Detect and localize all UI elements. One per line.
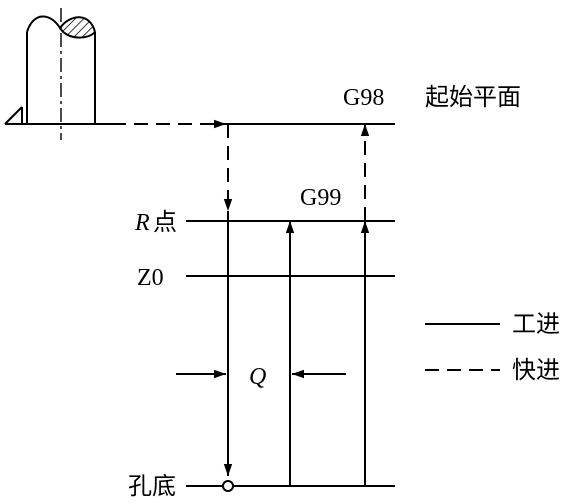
r-point-letter: R <box>134 210 150 236</box>
z0-label: Z0 <box>137 265 164 291</box>
hole-bottom-point <box>222 480 234 492</box>
legend-feed-label: 工进 <box>512 312 560 338</box>
q-label: Q <box>249 364 266 390</box>
initial-plane-label: 起始平面 <box>425 84 521 111</box>
drill-tool <box>4 8 112 140</box>
r-point-label: 点 <box>153 209 177 236</box>
drill-hatch <box>60 17 95 38</box>
legend-rapid-label: 快进 <box>512 357 560 384</box>
g99-label: G99 <box>300 185 341 211</box>
hole-bottom-label: 孔底 <box>128 473 176 499</box>
g98-label: G98 <box>343 85 384 111</box>
legend: 工进 快进 <box>425 312 560 384</box>
chuck-base <box>4 106 112 125</box>
